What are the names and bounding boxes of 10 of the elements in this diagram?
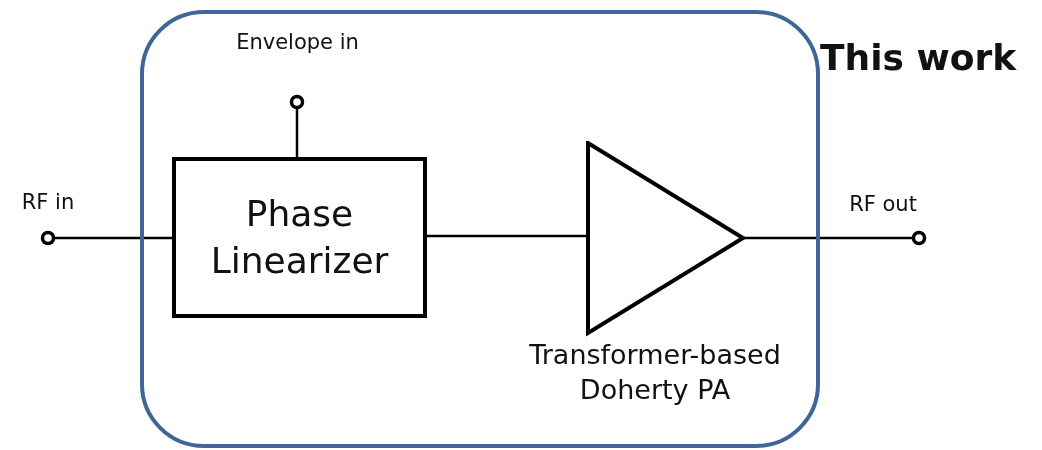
process-box: Phase Linearizer [172,157,427,318]
frame-heading: This work [820,38,1017,78]
terminal-label: RF in [20,190,76,216]
connector-line [295,108,299,157]
terminal-label: RF out [848,192,918,218]
connector-line [54,236,172,240]
terminal-label: Envelope in [235,30,360,56]
amplifier-label: Transformer-based Doherty PA [528,338,782,408]
connector-line [427,234,588,238]
connector-line [743,236,913,240]
